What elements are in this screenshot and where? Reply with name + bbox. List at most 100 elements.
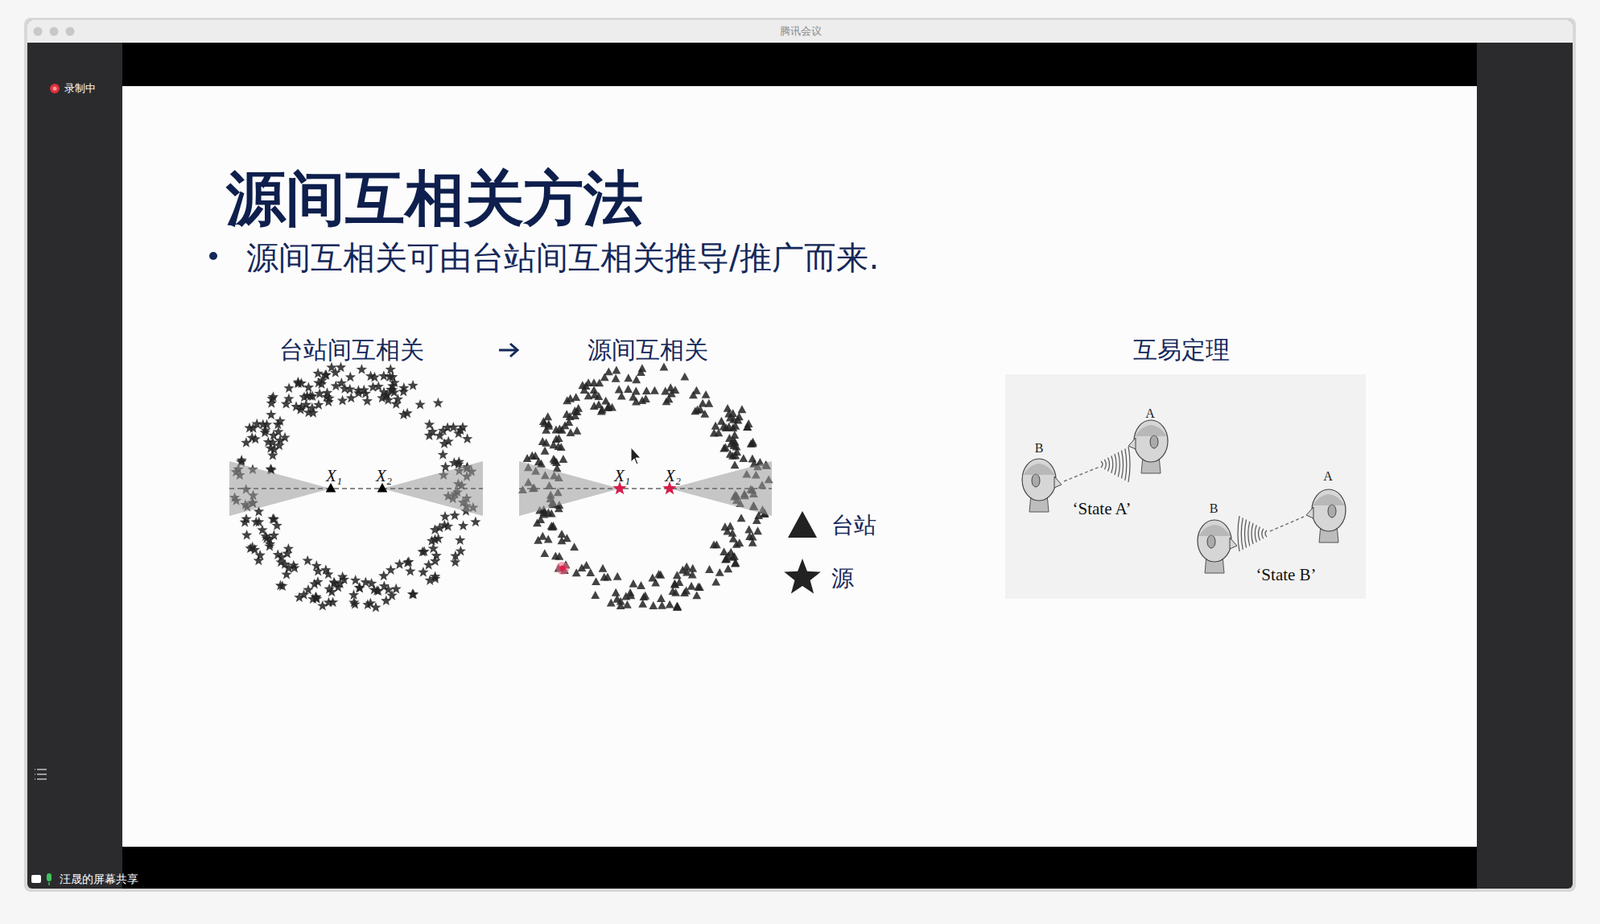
legend-symbols xyxy=(783,511,821,594)
station-triangle xyxy=(648,601,658,610)
station-triangle xyxy=(603,573,613,582)
station-triangle xyxy=(629,579,639,588)
station-triangle xyxy=(748,532,758,541)
station-triangle xyxy=(728,528,738,537)
source-star xyxy=(272,426,284,438)
station-triangle xyxy=(636,581,646,590)
source-star xyxy=(414,399,425,410)
sound-wave xyxy=(1104,459,1106,471)
source-star xyxy=(337,571,348,582)
station-triangle xyxy=(717,416,726,425)
station-triangle xyxy=(541,438,551,447)
pointer-dot xyxy=(556,561,570,575)
station-triangle xyxy=(680,372,689,381)
source-star xyxy=(247,422,259,433)
sound-wave xyxy=(1128,446,1130,483)
station-triangle xyxy=(715,568,725,577)
station-triangle xyxy=(577,563,587,572)
station-triangle xyxy=(591,577,601,586)
window-shadow xyxy=(24,17,1576,892)
source-star xyxy=(360,577,372,588)
sound-wave xyxy=(1117,452,1120,478)
source-star xyxy=(365,597,376,609)
station-triangle xyxy=(590,590,600,599)
station-triangle xyxy=(654,569,664,578)
source-star xyxy=(309,578,320,590)
source-star xyxy=(379,580,390,591)
source-star xyxy=(259,530,271,541)
source-star xyxy=(310,592,322,603)
sound-wave xyxy=(1108,457,1110,472)
source-star xyxy=(440,461,451,472)
station-triangle xyxy=(701,390,711,399)
station-triangle xyxy=(573,426,582,435)
sound-wave xyxy=(1258,527,1261,541)
station-triangle xyxy=(665,600,675,609)
source-star xyxy=(323,597,335,608)
mouse-cursor xyxy=(630,447,641,465)
station-triangle xyxy=(612,365,622,374)
source-star xyxy=(247,541,258,553)
station-triangle xyxy=(692,386,702,395)
station-triangle xyxy=(573,407,582,416)
source-star xyxy=(378,370,389,381)
source-star xyxy=(280,398,292,409)
ear xyxy=(1031,474,1040,487)
station-triangle xyxy=(711,421,721,430)
source-star xyxy=(424,419,435,430)
nose xyxy=(1054,476,1062,488)
source-star xyxy=(368,584,380,595)
sound-wave xyxy=(1245,519,1247,549)
point-label: X₂ xyxy=(375,465,392,486)
station-triangle xyxy=(752,515,762,524)
station-triangle xyxy=(631,397,641,406)
source-star xyxy=(253,516,264,528)
station-triangle xyxy=(670,580,680,589)
station-triangle xyxy=(623,384,633,393)
station-triangle xyxy=(651,578,660,587)
station-triangle xyxy=(711,577,721,586)
hair xyxy=(1312,494,1345,506)
bullet-dot xyxy=(209,251,218,260)
station-triangle xyxy=(729,415,739,424)
source-star xyxy=(443,436,454,447)
source-star xyxy=(266,393,277,405)
source-star xyxy=(387,384,398,396)
station-triangle xyxy=(604,402,614,411)
source-star xyxy=(324,583,335,594)
source-star xyxy=(449,556,461,568)
wedges xyxy=(229,461,772,516)
mic-icon xyxy=(46,873,52,882)
station-triangle xyxy=(640,591,650,600)
nose xyxy=(1306,507,1314,519)
station-triangle xyxy=(673,602,683,611)
sound-wave xyxy=(1111,455,1114,474)
station-triangle xyxy=(748,437,758,446)
source-star xyxy=(284,382,295,393)
reciprocity-panel xyxy=(1005,374,1366,599)
station-triangle xyxy=(744,525,754,534)
hair xyxy=(1198,524,1231,537)
station-triangle xyxy=(548,454,558,463)
source-star xyxy=(387,371,398,382)
source-star xyxy=(292,376,304,388)
station-triangle xyxy=(672,602,682,611)
source-star xyxy=(329,367,341,378)
section-label: 台站间互相关 xyxy=(279,336,425,365)
station-triangle xyxy=(598,564,608,573)
source-star xyxy=(236,454,248,466)
station-triangle xyxy=(719,547,729,556)
screen-icon xyxy=(31,874,42,883)
source-star xyxy=(398,386,409,397)
sound-wave xyxy=(1121,450,1124,479)
sound-wave xyxy=(1125,448,1127,481)
source-star xyxy=(255,549,266,561)
point-label: X₂ xyxy=(664,465,681,486)
source-star xyxy=(434,522,446,533)
source-star xyxy=(247,432,258,443)
source-star xyxy=(385,564,396,575)
station-triangle xyxy=(584,378,594,387)
source-star xyxy=(279,432,290,443)
source-star xyxy=(354,581,365,593)
window-frame xyxy=(27,20,1573,889)
